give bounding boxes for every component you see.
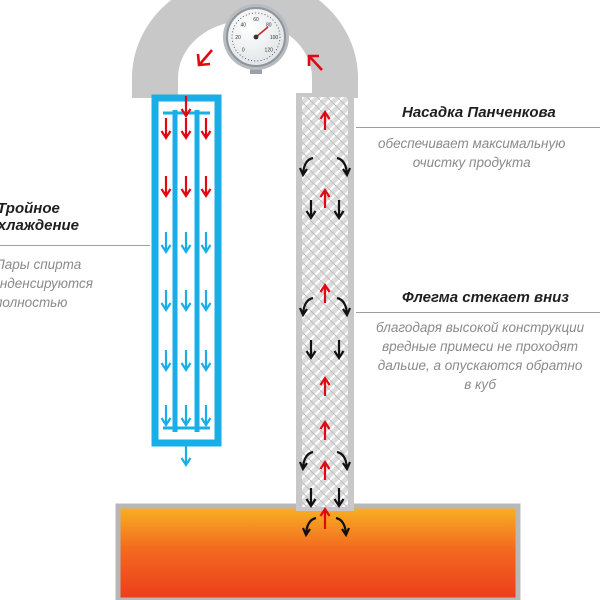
- gauge-scale-label: 20: [235, 35, 241, 41]
- phlegm-return-arrow: [335, 516, 351, 538]
- triple-cooler: [151, 94, 222, 447]
- condensate-down-arrow: [180, 350, 192, 373]
- condensate-down-arrow: [160, 350, 172, 373]
- phlegm-curve-arrow: [336, 296, 352, 318]
- vapor-down-arrow: [180, 118, 192, 141]
- phlegm-down-arrow: [305, 340, 317, 361]
- phlegm-down-arrow: [333, 200, 345, 221]
- vapor-down-arrow: [200, 118, 212, 141]
- condensate-down-arrow: [180, 232, 192, 255]
- phlegm-down-arrow: [333, 340, 345, 361]
- condensate-out-arrow: [180, 445, 192, 468]
- phlegm-curve-arrow: [298, 296, 314, 318]
- nozzle-description: обеспечивает максимальную очистку продук…: [378, 136, 566, 170]
- gauge-scale-label: 60: [253, 17, 259, 23]
- phlegm-curve-arrow: [298, 156, 314, 178]
- condensate-down-arrow: [180, 405, 192, 428]
- vapor-up-arrow: [319, 282, 331, 303]
- vapor-up-arrow: [319, 375, 331, 396]
- vapor-up-arrow: [319, 187, 331, 208]
- left-description: Пары спирта конденсируются полностью: [0, 257, 93, 310]
- vapor-down-arrow: [160, 118, 172, 141]
- phlegm-down-arrow: [333, 488, 345, 509]
- vapor-down-arrow: [180, 96, 192, 119]
- vapor-down-arrow: [200, 176, 212, 199]
- condensate-down-arrow: [160, 290, 172, 313]
- phlegm-divider: [356, 312, 600, 313]
- gauge-scale-label: 80: [266, 22, 272, 28]
- flow-arrows: [160, 49, 352, 538]
- gauge-scale-label: 0: [242, 48, 245, 54]
- condensate-down-arrow: [160, 405, 172, 428]
- nozzle-divider: [356, 127, 600, 128]
- condensate-down-arrow: [200, 232, 212, 255]
- vapor-up-arrow: [319, 109, 331, 130]
- condensate-down-arrow: [180, 290, 192, 313]
- vapor-down-arrow: [160, 176, 172, 199]
- arch-vapor-arrow: [307, 54, 323, 71]
- left-title: Тройное охлаждение: [0, 200, 80, 234]
- gauge-scale-label: 100: [270, 35, 279, 41]
- gauge-scale-label: 40: [240, 22, 246, 28]
- phlegm-down-arrow: [305, 200, 317, 221]
- condensate-down-arrow: [200, 405, 212, 428]
- vapor-up-arrow: [319, 419, 331, 440]
- phlegm-return-arrow: [301, 516, 317, 538]
- vapor-up-arrow: [319, 459, 331, 480]
- vapor-up-arrow: [319, 506, 331, 529]
- nozzle-title: Насадка Панченкова: [402, 104, 556, 121]
- condensate-down-arrow: [160, 232, 172, 255]
- condensate-down-arrow: [200, 350, 212, 373]
- phlegm-title: Флегма стекает вниз: [402, 289, 569, 306]
- gauge-scale-label: 120: [265, 48, 274, 54]
- thermometer-icon: 0 20 40 60 80 100 120: [223, 4, 289, 74]
- phlegm-curve-arrow: [336, 450, 352, 472]
- boiler-cube: [115, 503, 521, 600]
- arch-pipe: [132, 0, 358, 98]
- phlegm-description: благодаря высокой конструкции вредные пр…: [376, 320, 585, 392]
- phlegm-down-arrow: [305, 488, 317, 509]
- arch-vapor-arrow: [196, 49, 213, 67]
- vapor-down-arrow: [180, 176, 192, 199]
- condensate-down-arrow: [200, 290, 212, 313]
- phlegm-curve-arrow: [336, 156, 352, 178]
- phlegm-curve-arrow: [298, 450, 314, 472]
- left-divider: [0, 245, 150, 246]
